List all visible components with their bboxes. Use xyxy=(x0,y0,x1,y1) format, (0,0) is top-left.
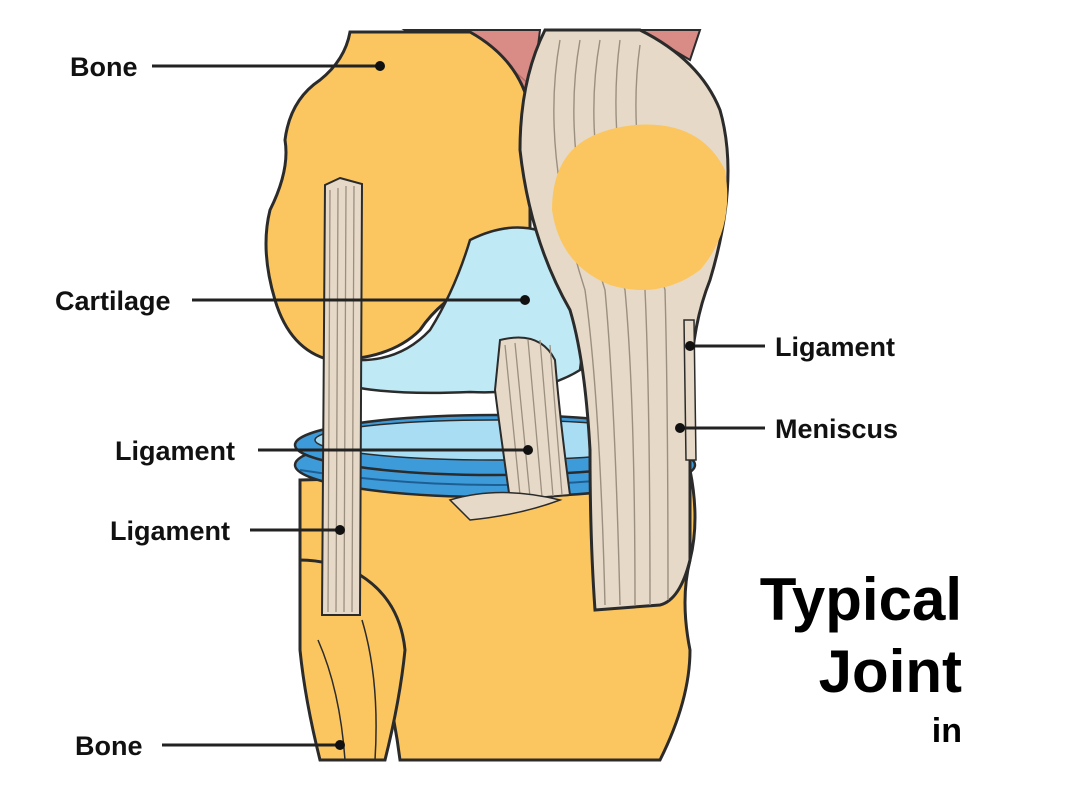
label-leaders xyxy=(152,61,765,750)
label-ligament-right: Ligament xyxy=(775,332,895,362)
label-cartilage: Cartilage xyxy=(55,286,171,316)
label-ligament-left: Ligament xyxy=(110,516,230,546)
label-meniscus: Meniscus xyxy=(775,414,898,444)
bottom-margin xyxy=(0,762,1080,810)
cruciate-ligament xyxy=(448,336,572,521)
collateral-ligament-right xyxy=(683,319,697,461)
label-bone-top: Bone xyxy=(70,52,138,82)
patella xyxy=(552,124,728,290)
label-ligament-mid: Ligament xyxy=(115,436,235,466)
title-line-1: Typical xyxy=(760,566,962,633)
title-line-3: in xyxy=(932,712,962,750)
collateral-ligament-left xyxy=(320,176,364,616)
label-bone-bottom: Bone xyxy=(75,731,143,761)
title-line-2: Joint xyxy=(819,638,962,705)
